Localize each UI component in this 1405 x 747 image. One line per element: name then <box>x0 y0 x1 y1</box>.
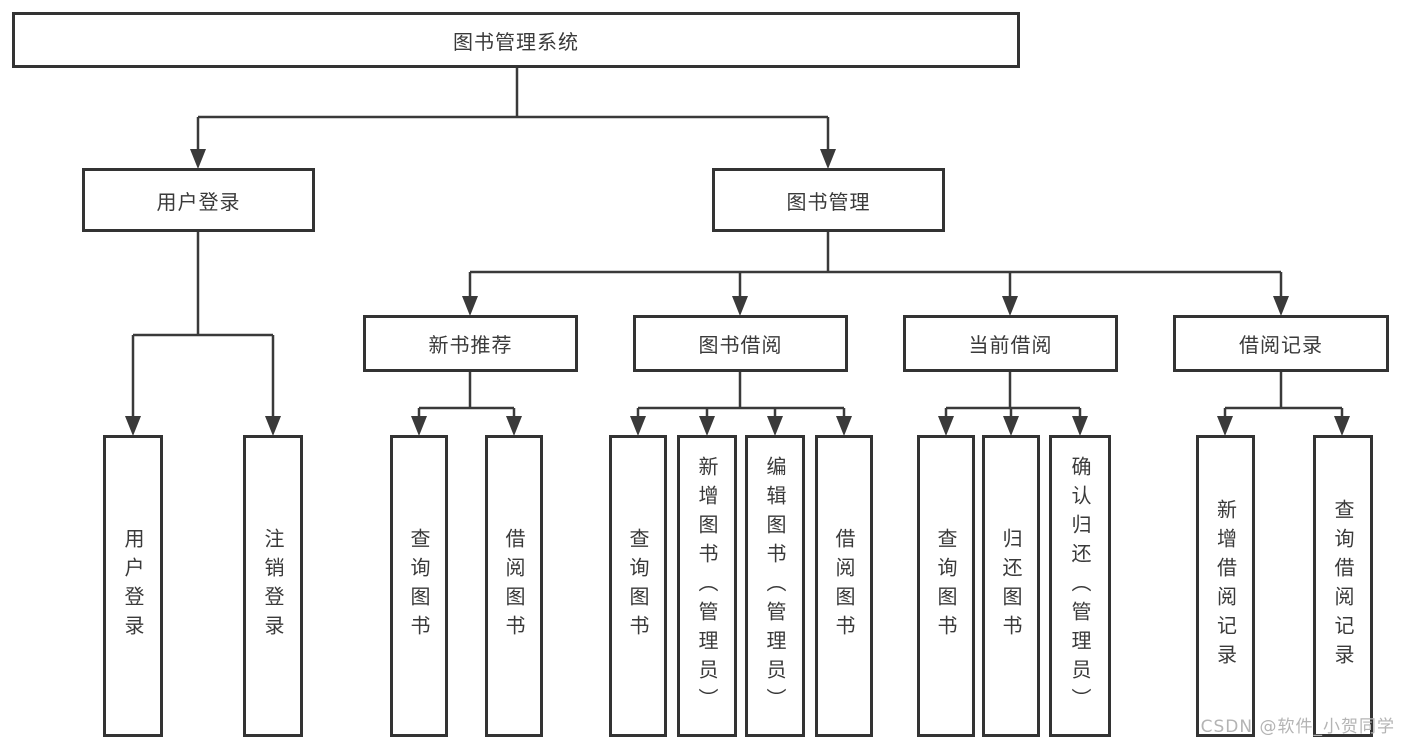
node-label: 新书推荐 <box>428 333 513 357</box>
arrowhead <box>1072 416 1088 436</box>
arrowhead <box>1334 416 1350 436</box>
node-label: 当前借阅 <box>968 333 1053 357</box>
node-label: 用户登录 <box>156 189 241 214</box>
node-current-borrowing: 当前借阅 <box>903 315 1118 372</box>
watermark-text: CSDN @软件_小贺同学 <box>1200 717 1395 737</box>
leaf-label: 新增图书（管理员） <box>695 455 719 717</box>
arrowhead <box>1217 416 1233 436</box>
connector-book-borrowing <box>636 372 846 418</box>
arrowhead <box>699 416 715 436</box>
leaf-label: 查询借阅记录 <box>1331 499 1355 673</box>
arrowhead <box>836 416 852 436</box>
leaf-query-books-recommend: 查询图书 <box>390 435 448 737</box>
leaf-label: 借阅图书 <box>502 528 526 644</box>
arrowhead <box>1003 416 1019 436</box>
arrowhead <box>1273 296 1289 316</box>
arrowhead <box>462 296 478 316</box>
leaf-confirm-return-admin: 确认归还（管理员） <box>1049 435 1111 737</box>
leaf-logout: 注销登录 <box>243 435 303 737</box>
node-book-borrowing: 图书借阅 <box>633 315 848 372</box>
leaf-label: 注销登录 <box>261 528 285 644</box>
leaf-query-borrow-record: 查询借阅记录 <box>1313 435 1373 737</box>
arrowhead <box>820 149 836 169</box>
connector-new-book-recommend <box>417 372 516 418</box>
leaf-label: 编辑图书（管理员） <box>763 455 787 717</box>
arrowhead <box>411 416 427 436</box>
arrowhead <box>125 416 141 436</box>
connector-borrowing-records <box>1223 372 1344 418</box>
arrowhead <box>190 149 206 169</box>
node-label: 图书管理系统 <box>453 29 579 54</box>
connector-user-login <box>131 232 275 418</box>
leaf-label: 用户登录 <box>121 528 145 644</box>
leaf-query-books-borrowing: 查询图书 <box>609 435 667 737</box>
arrowhead <box>938 416 954 436</box>
leaf-label: 查询图书 <box>407 528 431 644</box>
node-book-management: 图书管理 <box>712 168 945 232</box>
leaf-borrow-books-recommend: 借阅图书 <box>485 435 543 737</box>
node-library-management-system: 图书管理系统 <box>12 12 1020 68</box>
node-label: 图书借阅 <box>698 333 783 357</box>
leaf-label: 借阅图书 <box>832 528 856 644</box>
leaf-label: 查询图书 <box>626 528 650 644</box>
arrowhead <box>265 416 281 436</box>
leaf-user-login: 用户登录 <box>103 435 163 737</box>
leaf-edit-books-admin: 编辑图书（管理员） <box>745 435 805 737</box>
connector-book-management <box>468 232 1283 297</box>
arrowhead <box>506 416 522 436</box>
leaf-label: 新增借阅记录 <box>1213 499 1238 673</box>
leaf-borrow-books-borrowing: 借阅图书 <box>815 435 873 737</box>
connector-root <box>196 66 830 152</box>
node-label: 借阅记录 <box>1239 333 1323 357</box>
leaf-return-books: 归还图书 <box>982 435 1040 737</box>
node-new-book-recommend: 新书推荐 <box>363 315 578 372</box>
leaf-label: 查询图书 <box>934 528 958 644</box>
node-label: 图书管理 <box>786 189 871 214</box>
arrowhead <box>767 416 783 436</box>
leaf-label: 确认归还（管理员） <box>1068 455 1092 717</box>
leaf-add-books-admin: 新增图书（管理员） <box>677 435 737 737</box>
arrowhead <box>732 296 748 316</box>
node-borrowing-records: 借阅记录 <box>1173 315 1389 372</box>
connector-current-borrowing <box>944 372 1082 418</box>
node-user-login: 用户登录 <box>82 168 315 232</box>
arrowhead <box>1002 296 1018 316</box>
leaf-label: 归还图书 <box>999 528 1023 644</box>
leaf-query-books-current: 查询图书 <box>917 435 975 737</box>
leaf-add-borrow-record: 新增借阅记录 <box>1196 435 1255 737</box>
arrowhead <box>630 416 646 436</box>
